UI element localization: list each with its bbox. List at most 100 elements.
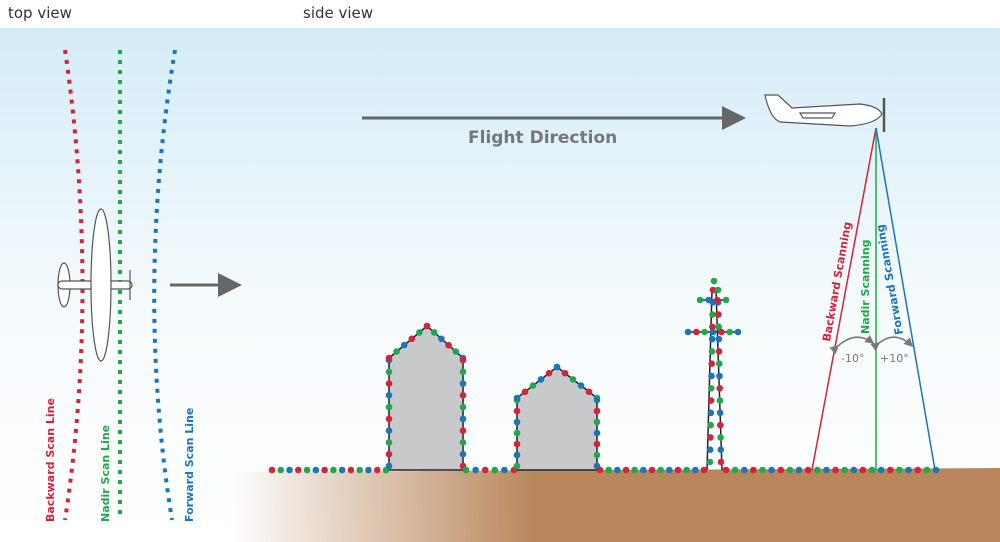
lidar-point (692, 466, 699, 474)
flight-direction-label: Flight Direction (468, 128, 617, 148)
lidar-point (268, 466, 276, 474)
ground (230, 468, 1000, 542)
lidar-point (715, 323, 722, 331)
lidar-point (700, 466, 708, 474)
lidar-point (472, 466, 479, 474)
lidar-point (593, 429, 601, 437)
lidar-point (385, 450, 393, 458)
lidar-point (423, 322, 431, 330)
lidar-point (605, 466, 612, 474)
lidar-point (481, 466, 489, 474)
lidar-point (914, 466, 922, 474)
lidar-point (385, 380, 393, 387)
lidar-point (859, 466, 867, 474)
lidar-point (400, 341, 408, 349)
lidar-point (513, 394, 521, 402)
lidar-point (716, 397, 724, 404)
lidar-point (707, 384, 715, 392)
forward-beam (875, 127, 936, 471)
airplane-top-view-icon (57, 208, 133, 362)
lidar-point (814, 466, 821, 474)
backward-angle-label: -10° (841, 352, 864, 365)
lidar-point (393, 348, 400, 355)
lidar-point (708, 372, 715, 380)
lidar-point (385, 462, 393, 470)
lidar-point (521, 388, 529, 396)
lidar-point (640, 466, 647, 474)
lidar-point (408, 335, 416, 343)
lidar-point (452, 348, 460, 355)
lidar-point (707, 409, 715, 417)
lidar-point (459, 427, 467, 434)
lidar-point (622, 466, 630, 474)
lidar-point (887, 466, 894, 474)
lidar-point (932, 466, 940, 474)
lidar-point (708, 348, 716, 355)
airplane-side-view-icon (764, 94, 886, 132)
lidar-point (303, 466, 311, 474)
backward-beam (811, 127, 877, 471)
lidar-point (593, 407, 601, 415)
lidar-point (501, 466, 508, 474)
lidar-point (715, 311, 722, 318)
lidar-point (416, 329, 423, 336)
lidar-point (722, 296, 730, 304)
nadir-scanning-label: Nadir Scanning (859, 239, 872, 334)
lidar-point (529, 382, 537, 389)
lidar-point (717, 458, 725, 466)
lidar-point (321, 466, 328, 474)
lidar-point (385, 439, 393, 446)
lidar-point (706, 446, 714, 454)
forward-scan-line-label: Forward Scan Line (183, 408, 196, 522)
lidar-point (709, 328, 717, 336)
lidar-point (714, 286, 722, 294)
lidar-point (373, 466, 381, 474)
lidar-point (593, 440, 601, 448)
lidar-point (905, 466, 912, 474)
lidar-point (577, 382, 585, 389)
lidar-point (666, 466, 673, 474)
side-view-label: side view (303, 4, 373, 22)
lidar-point (459, 392, 467, 399)
lidar-point (330, 466, 337, 474)
lidar-point (777, 466, 785, 474)
lidar-point (715, 348, 723, 355)
lidar-point (705, 296, 712, 304)
lidar-point (759, 466, 766, 474)
lidar-point (715, 335, 723, 343)
backward-scan-line-label: Backward Scan Line (44, 398, 57, 522)
lidar-point (356, 466, 363, 474)
lidar-point (707, 397, 715, 404)
lidar-point (445, 341, 452, 349)
lidar-point (740, 466, 748, 474)
lidar-point (385, 392, 393, 399)
lidar-point (708, 335, 716, 343)
lidar-point (701, 328, 708, 336)
lidar-point (385, 415, 393, 423)
nadir-scan-line-label: Nadir Scan Line (99, 425, 112, 522)
lidar-point (561, 369, 569, 377)
lidar-point (786, 466, 794, 474)
lidar-point (674, 466, 682, 474)
lidar-point (347, 466, 355, 474)
lidar-point (709, 286, 717, 294)
lidar-point (795, 466, 803, 474)
lidar-point (841, 466, 848, 474)
lidar-point (385, 427, 393, 434)
lidar-point (286, 466, 293, 474)
lidar-point (631, 466, 638, 474)
lidar-point (545, 369, 553, 377)
lidar-point (569, 376, 577, 383)
lidar-point (832, 466, 839, 474)
lidar-point (385, 368, 393, 376)
lidar-point (513, 462, 521, 470)
lidar-point (385, 403, 393, 411)
lidar-point (459, 403, 467, 411)
lidar-point (459, 368, 467, 376)
lidar-point (708, 360, 716, 368)
lidar-points (268, 277, 940, 474)
lidar-point (312, 466, 320, 474)
lidar-point (896, 466, 903, 474)
lidar-point (714, 296, 721, 304)
